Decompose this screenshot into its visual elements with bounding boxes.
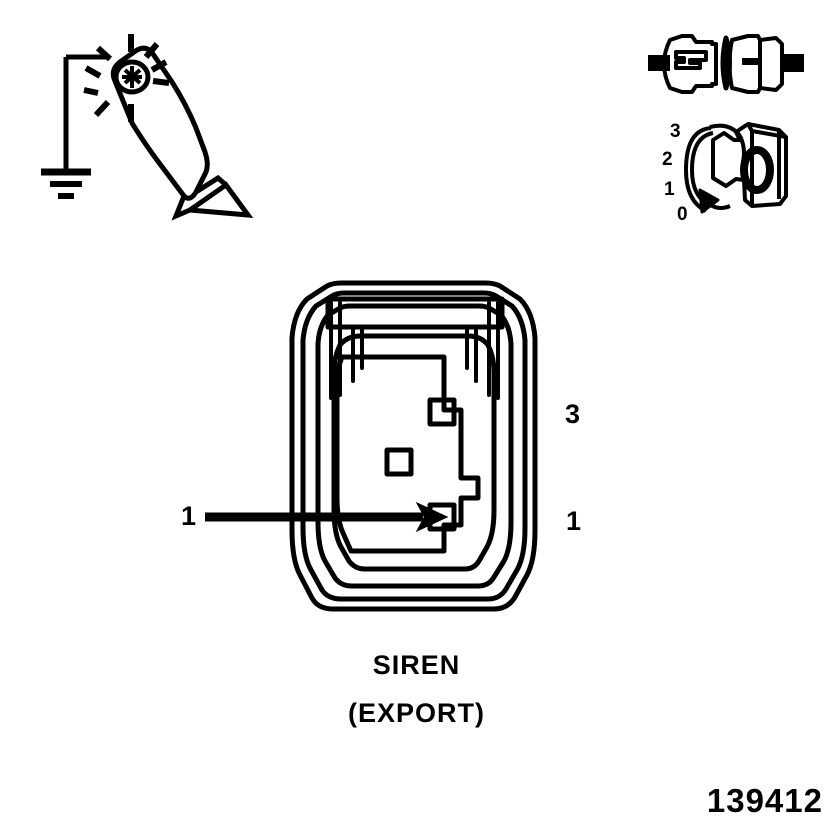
mated-connector-pair-icon (648, 34, 804, 94)
test-light-probe-group (41, 34, 254, 221)
key-head-front (711, 122, 788, 208)
switch-position-label-3: 3 (670, 121, 681, 142)
probe-light-rays (83, 34, 170, 122)
part-number: 139412 (706, 782, 823, 819)
terminal-block-keyed-polygon (334, 354, 481, 554)
connector-shell-second (300, 290, 528, 602)
pin-cavity-3 (427, 397, 457, 427)
callout-label-pin-1: 1 (181, 501, 197, 531)
switch-position-label-1: 1 (664, 179, 675, 200)
connector-subtitle: (EXPORT) (347, 698, 485, 728)
male-blade-detail (674, 50, 708, 70)
siren-connector-face (289, 280, 538, 612)
key-barrel-bottom-edge (702, 198, 731, 210)
pin-label-3: 3 (565, 399, 581, 429)
pin-label-1: 1 (566, 506, 582, 536)
probe-lamp-filament (122, 66, 142, 88)
callout-arrow-head (415, 501, 449, 533)
ignition-key-switch-icon (684, 122, 788, 214)
probe-handle (110, 45, 210, 201)
female-connector-slot (742, 58, 758, 65)
switch-position-label-0: 0 (677, 204, 688, 225)
connector-title: SIREN (372, 650, 461, 680)
connector-shell-outer (289, 280, 538, 612)
key-position-zero-marking (740, 146, 774, 194)
probe-lamp-icon (113, 59, 151, 95)
female-connector-front (727, 34, 762, 94)
pin-cavity-2 (384, 447, 414, 477)
probe-blade-shoulder-right (194, 174, 228, 195)
connector-shell-third (315, 303, 514, 589)
left-wire-stub (648, 55, 670, 71)
earth-ground-icon (41, 168, 91, 199)
probe-tip (182, 181, 254, 218)
male-connector-housing (662, 34, 718, 94)
switch-position-label-2: 2 (662, 149, 673, 170)
callout-arrow-pin1 (205, 501, 449, 533)
right-wire-stub (782, 54, 804, 72)
rotation-arc-outer (684, 126, 712, 213)
